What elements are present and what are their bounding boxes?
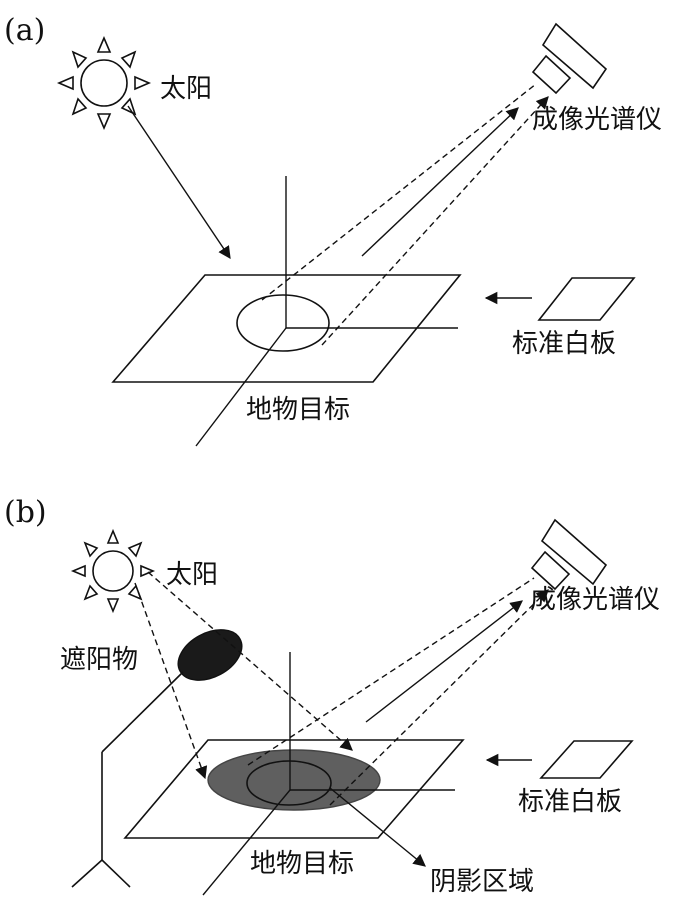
view-cone <box>261 83 549 346</box>
axes <box>195 176 458 447</box>
whiteboard-label: 标准白板 <box>518 787 622 817</box>
whiteboard-label: 标准白板 <box>512 329 616 359</box>
ground-plane <box>111 274 462 383</box>
shadow-region <box>207 749 381 811</box>
axes <box>202 652 455 896</box>
spectrometer-label: 成像光谱仪 <box>530 585 660 615</box>
occluder-label: 遮阳物 <box>60 645 138 675</box>
sunlight-ray <box>127 105 231 260</box>
shadow-rays <box>134 571 353 780</box>
whiteboard-icon <box>537 277 636 321</box>
target-label: 地物目标 <box>250 849 354 879</box>
panel-a: (a) 太阳 成像光谱仪 <box>4 13 662 447</box>
occluder-shape <box>177 629 243 681</box>
spectrometer-label: 成像光谱仪 <box>532 105 662 135</box>
sun-label: 太阳 <box>166 560 218 590</box>
target-label: 地物目标 <box>246 395 350 425</box>
ground-plane <box>123 739 465 839</box>
reflected-ray <box>365 600 523 723</box>
sun-icon <box>56 35 152 131</box>
reflected-ray <box>361 107 519 257</box>
whiteboard-icon <box>539 740 634 779</box>
spectrometer-icon <box>531 22 608 95</box>
sun-icon <box>70 528 156 614</box>
spectrometer-icon <box>530 518 608 591</box>
view-cone <box>247 577 549 806</box>
person-figure <box>71 671 184 888</box>
target-ellipse <box>236 294 330 352</box>
shadow-pointer <box>329 787 426 867</box>
sun-label: 太阳 <box>160 74 212 104</box>
panel-a-label: (a) <box>4 13 45 48</box>
target-ellipse <box>246 760 332 806</box>
panel-b: (b) 太阳 成像光谱仪 遮阳物 <box>4 495 660 897</box>
panel-b-label: (b) <box>4 495 47 530</box>
shadow-label: 阴影区域 <box>430 867 534 897</box>
